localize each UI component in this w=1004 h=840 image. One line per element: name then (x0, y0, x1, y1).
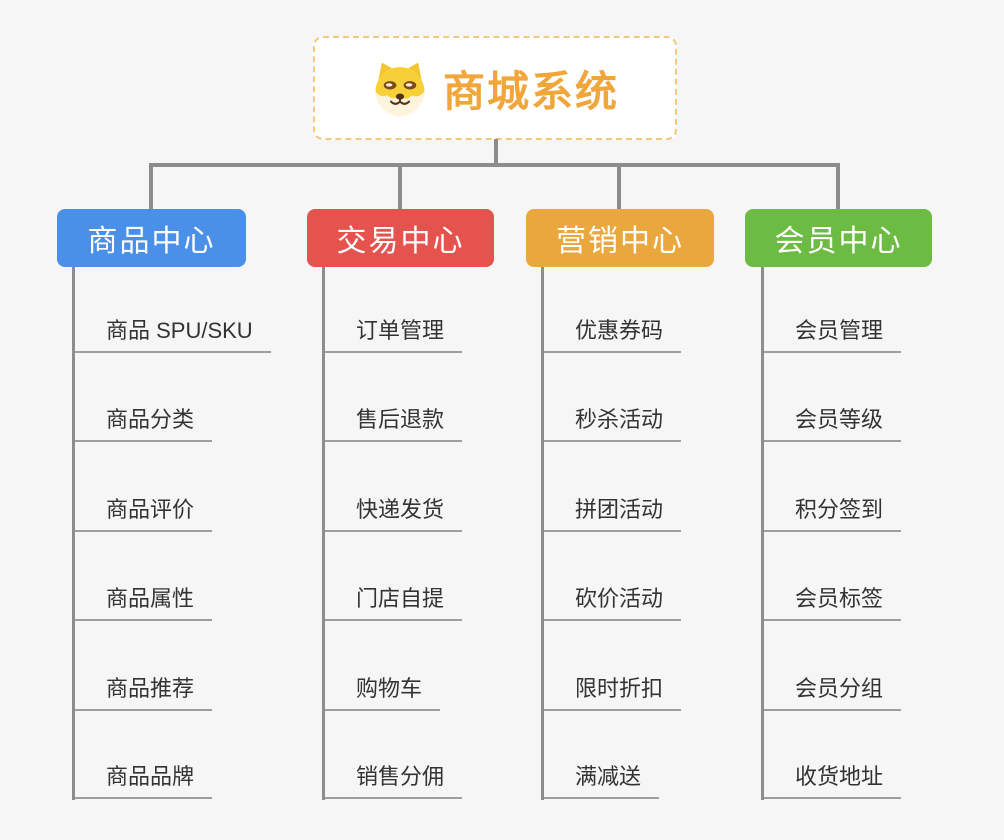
leaf-node[interactable]: 商品推荐 (75, 676, 213, 711)
leaf-node[interactable]: 限时折扣 (544, 676, 682, 711)
leaf-node[interactable]: 商品分类 (75, 407, 213, 442)
connector-drop-trade (398, 163, 402, 211)
root-node[interactable]: 商城系统 (313, 36, 677, 140)
connector-root-stub (494, 139, 498, 167)
leaf-node[interactable]: 满减送 (544, 764, 660, 799)
leaf-node[interactable]: 会员标签 (764, 586, 902, 621)
connector-bus (149, 163, 840, 167)
leaf-node[interactable]: 快递发货 (325, 497, 463, 532)
connector-drop-marketing (617, 163, 621, 211)
leaf-node[interactable]: 拼团活动 (544, 497, 682, 532)
leaf-node[interactable]: 优惠券码 (544, 318, 682, 353)
leaf-node[interactable]: 收货地址 (764, 764, 902, 799)
leaf-node[interactable]: 商品属性 (75, 586, 213, 621)
branch-header-trade[interactable]: 交易中心 (307, 209, 494, 267)
branch-header-members[interactable]: 会员中心 (745, 209, 932, 267)
branch-header-marketing[interactable]: 营销中心 (526, 209, 714, 267)
doge-icon (371, 59, 429, 117)
leaf-node[interactable]: 会员分组 (764, 676, 902, 711)
connector-drop-products (149, 163, 153, 211)
leaf-node[interactable]: 商品评价 (75, 497, 213, 532)
leaf-node[interactable]: 会员等级 (764, 407, 902, 442)
connector-drop-members (836, 163, 840, 211)
leaf-node[interactable]: 购物车 (325, 676, 441, 711)
branch-column-products: 商品 SPU/SKU 商品分类 商品评价 商品属性 商品推荐 商品品牌 (72, 267, 322, 800)
branch-header-products[interactable]: 商品中心 (57, 209, 246, 267)
leaf-node[interactable]: 会员管理 (764, 318, 902, 353)
branch-column-trade: 订单管理 售后退款 快递发货 门店自提 购物车 销售分佣 (322, 267, 572, 800)
branch-column-marketing: 优惠券码 秒杀活动 拼团活动 砍价活动 限时折扣 满减送 (541, 267, 791, 800)
leaf-node[interactable]: 门店自提 (325, 586, 463, 621)
root-title: 商城系统 (442, 67, 619, 115)
leaf-node[interactable]: 销售分佣 (325, 764, 463, 799)
leaf-node[interactable]: 商品品牌 (75, 764, 213, 799)
leaf-node[interactable]: 砍价活动 (544, 586, 682, 621)
leaf-node[interactable]: 订单管理 (325, 318, 463, 353)
leaf-node[interactable]: 秒杀活动 (544, 407, 682, 442)
branch-column-members: 会员管理 会员等级 积分签到 会员标签 会员分组 收货地址 (761, 267, 1004, 800)
leaf-node[interactable]: 积分签到 (764, 497, 902, 532)
leaf-node[interactable]: 商品 SPU/SKU (75, 318, 271, 353)
leaf-node[interactable]: 售后退款 (325, 407, 463, 442)
